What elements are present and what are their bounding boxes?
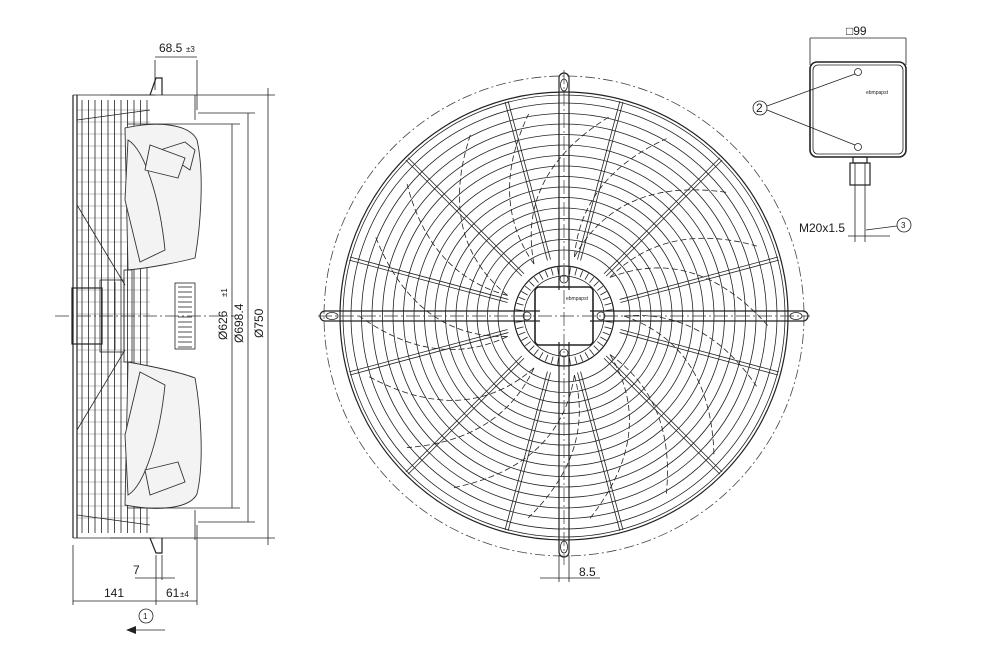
dim-141: 141 [104, 586, 124, 600]
dim-dia-698-4: Ø698.4 [232, 303, 246, 343]
callout-3: 3 [901, 221, 906, 230]
impeller-blades-hidden [358, 113, 770, 520]
box-brand-label: ebmpapst [866, 90, 889, 96]
dim-61-tol: ±4 [180, 590, 189, 599]
dim-7: 7 [133, 563, 140, 577]
dim-dia-626: Ø626 [216, 310, 230, 340]
dim-dia-626-tol: ±1 [220, 288, 229, 297]
hub-brand-label: ebmpapst [566, 296, 589, 302]
dim-box-99: □99 [846, 24, 867, 38]
dim-8-5: 8.5 [579, 565, 596, 579]
side-view [55, 56, 275, 634]
guard-radial-spokes [349, 101, 779, 531]
dim-68-5: 68.5 [159, 41, 183, 55]
hub-rotor-teeth [515, 267, 613, 365]
gland-thread-label: M20x1.5 [799, 221, 845, 235]
dim-61: 61 [166, 586, 180, 600]
callout-1: 1 [143, 612, 148, 621]
dim-68-5-tol: ±3 [186, 45, 195, 54]
dim-dia-750: Ø750 [252, 308, 266, 338]
motor-rotor-ribs [178, 286, 192, 348]
front-view: ebmpapst [318, 70, 810, 582]
terminal-box-view: ebmpapst [752, 37, 912, 242]
callout-2: 2 [756, 101, 763, 115]
